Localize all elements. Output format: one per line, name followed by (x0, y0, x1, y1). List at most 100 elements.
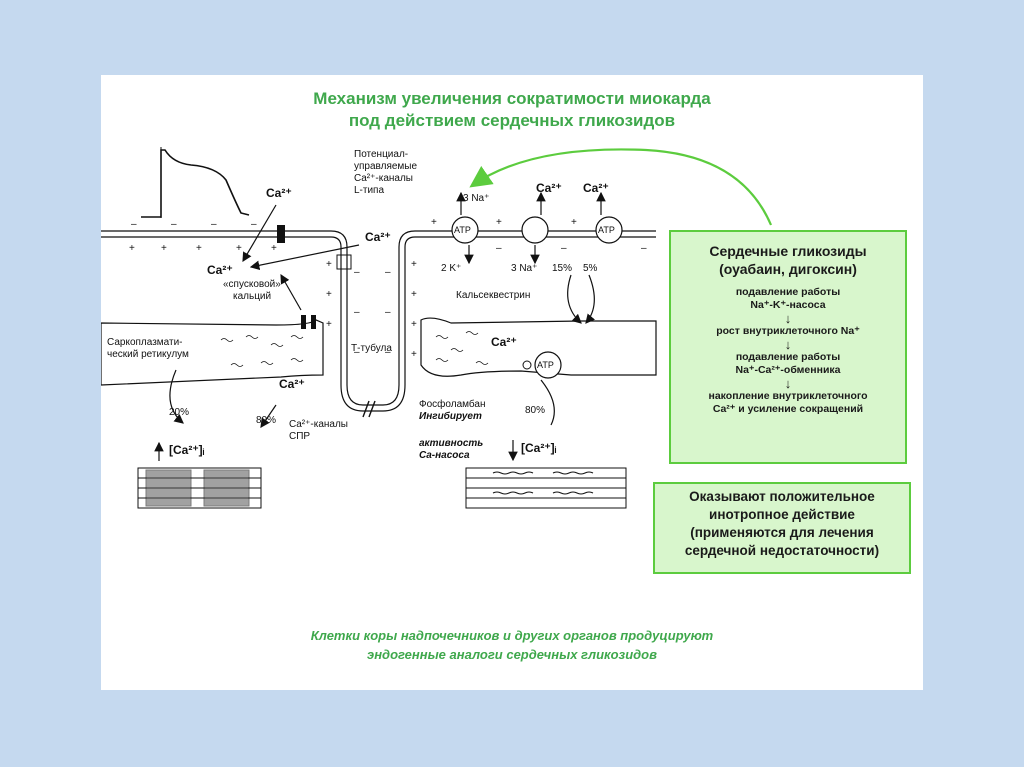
info-step-3: рост внутриклеточного Na⁺ (716, 325, 860, 337)
svg-text:–: – (354, 347, 360, 358)
k2: 2 K⁺ (441, 263, 462, 274)
info-step-6: накопление внутриклеточного (708, 390, 868, 402)
info-heading-2: (оуабаин, дигоксин) (719, 261, 857, 277)
spr-channels-2: СПР (289, 431, 311, 442)
info-step-2: Na⁺-K⁺-насоса (750, 299, 826, 311)
sr-left-waves (220, 335, 304, 367)
svg-text:+: + (326, 319, 332, 330)
svg-text:+: + (431, 217, 437, 228)
ca-top-left: Ca²⁺ (266, 186, 292, 200)
t-tubule-label: Т-тубула (351, 343, 392, 354)
svg-text:–: – (131, 219, 137, 230)
calsequestrin: Кальсеквестрин (456, 290, 531, 301)
footer-line-2: эндогенные аналоги сердечных гликозидов (367, 647, 657, 662)
svg-text:–: – (496, 243, 502, 254)
atp-3: ATP (537, 360, 554, 370)
activity-1: активность (419, 438, 484, 449)
na3-bottom: 3 Na⁺ (511, 263, 538, 274)
svg-text:+: + (496, 217, 502, 228)
ca-r2: Ca²⁺ (583, 181, 609, 195)
pct-80-left: 80% (256, 415, 277, 426)
effect-line-2: инотропное действие (709, 507, 855, 522)
pct-20: 20% (169, 407, 190, 418)
sr-left (101, 319, 324, 386)
channel-label-2: управляемые (354, 161, 418, 172)
svg-text:+: + (411, 259, 417, 270)
svg-text:–: – (211, 219, 217, 230)
action-potential-curve (141, 149, 250, 218)
na-k-pump (451, 216, 479, 244)
activity-2: Ca-насоса (419, 450, 470, 461)
charge-signs: – – – – + + + + + + + + – – – – – – + + + + + + + – – – (129, 217, 647, 360)
svg-text:–: – (561, 243, 567, 254)
channel-label-1: Потенциал- (354, 149, 409, 160)
svg-text:+: + (411, 319, 417, 330)
svg-text:+: + (326, 289, 332, 300)
channel-label-4: L-типа (354, 185, 385, 196)
svg-text:–: – (171, 219, 177, 230)
ca-left: Ca²⁺ (207, 263, 233, 277)
svg-text:+: + (411, 289, 417, 300)
diagram-drawing: – – – – + + + + + + + + – – – – – – + + + + + + + – – – (101, 147, 773, 509)
svg-text:+: + (196, 243, 202, 254)
pct-5: 5% (583, 263, 598, 274)
green-pointer-arrow (469, 148, 773, 226)
svg-text:–: – (385, 267, 391, 278)
ca-right-sr: Ca²⁺ (491, 335, 517, 349)
footer-line-1: Клетки коры надпочечников и других орган… (310, 628, 714, 643)
sr-right (420, 317, 657, 377)
info-step-1: подавление работы (735, 286, 841, 298)
svg-text:–: – (385, 347, 391, 358)
info-arrow-1: ↓ (784, 311, 792, 326)
na3-top: 3 Na⁺ (463, 193, 490, 204)
svg-text:+: + (571, 217, 577, 228)
info-step-4: подавление работы (735, 351, 841, 363)
ca-sr: Ca²⁺ (279, 377, 305, 391)
sarcomere-right (465, 467, 627, 509)
svg-text:–: – (354, 307, 360, 318)
info-arrow-2: ↓ (784, 337, 792, 352)
sr-label-2: ческий ретикулум (107, 349, 189, 360)
svg-text:+: + (326, 259, 332, 270)
ca-mid: Ca²⁺ (365, 230, 391, 244)
sr-right-waves (435, 331, 489, 365)
pct-15: 15% (552, 263, 573, 274)
atp-2: ATP (598, 225, 615, 235)
effect-line-1: Оказывают положительное (689, 489, 875, 504)
info-heading-1: Сердечные гликозиды (709, 243, 867, 259)
title-line-1: Механизм увеличения сократимости миокард… (313, 89, 711, 108)
svg-text:+: + (271, 243, 277, 254)
serca-pump (534, 351, 562, 379)
t-tubule (330, 230, 441, 406)
sarcomere-left (137, 467, 262, 509)
svg-text:+: + (411, 349, 417, 360)
channel-label-3: Ca²⁺-каналы (354, 173, 413, 184)
svg-text:–: – (354, 267, 360, 278)
atp-1: ATP (454, 225, 471, 235)
effect-box: Оказывают положительное инотропное дейст… (653, 482, 911, 574)
info-step-5: Na⁺-Ca²⁺-обменника (735, 364, 841, 376)
ca-r1: Ca²⁺ (536, 181, 562, 195)
info-step-7: Ca²⁺ и усиление сокращений (712, 403, 864, 415)
spr-channels-1: Ca²⁺-каналы (289, 419, 348, 430)
svg-text:–: – (385, 307, 391, 318)
svg-text:–: – (251, 219, 257, 230)
svg-text:+: + (236, 243, 242, 254)
effect-line-4: сердечной недостаточности) (684, 543, 880, 558)
svg-text:–: – (641, 243, 647, 254)
svg-text:+: + (161, 243, 167, 254)
phospholamban: Фосфоламбан (419, 399, 486, 410)
slide: Механизм увеличения сократимости миокард… (101, 75, 923, 690)
pct-80-right: 80% (525, 405, 546, 416)
info-arrow-3: ↓ (784, 376, 792, 391)
na-ca-exchanger (521, 216, 549, 244)
trigger-calcium-2: кальций (233, 291, 272, 302)
glycosides-info-box: Сердечные гликозиды (оуабаин, дигоксин) … (669, 230, 907, 464)
effect-line-3: (применяются для лечения (690, 525, 874, 540)
trigger-calcium-1: «спусковой» (223, 279, 281, 290)
ca-i-right: [Ca²⁺]ᵢ (521, 441, 557, 455)
inhibits: Ингибирует (419, 411, 482, 422)
title-line-2: под действием сердечных гликозидов (348, 111, 676, 130)
svg-text:+: + (129, 243, 135, 254)
sr-label-1: Саркоплазмати- (107, 337, 183, 348)
